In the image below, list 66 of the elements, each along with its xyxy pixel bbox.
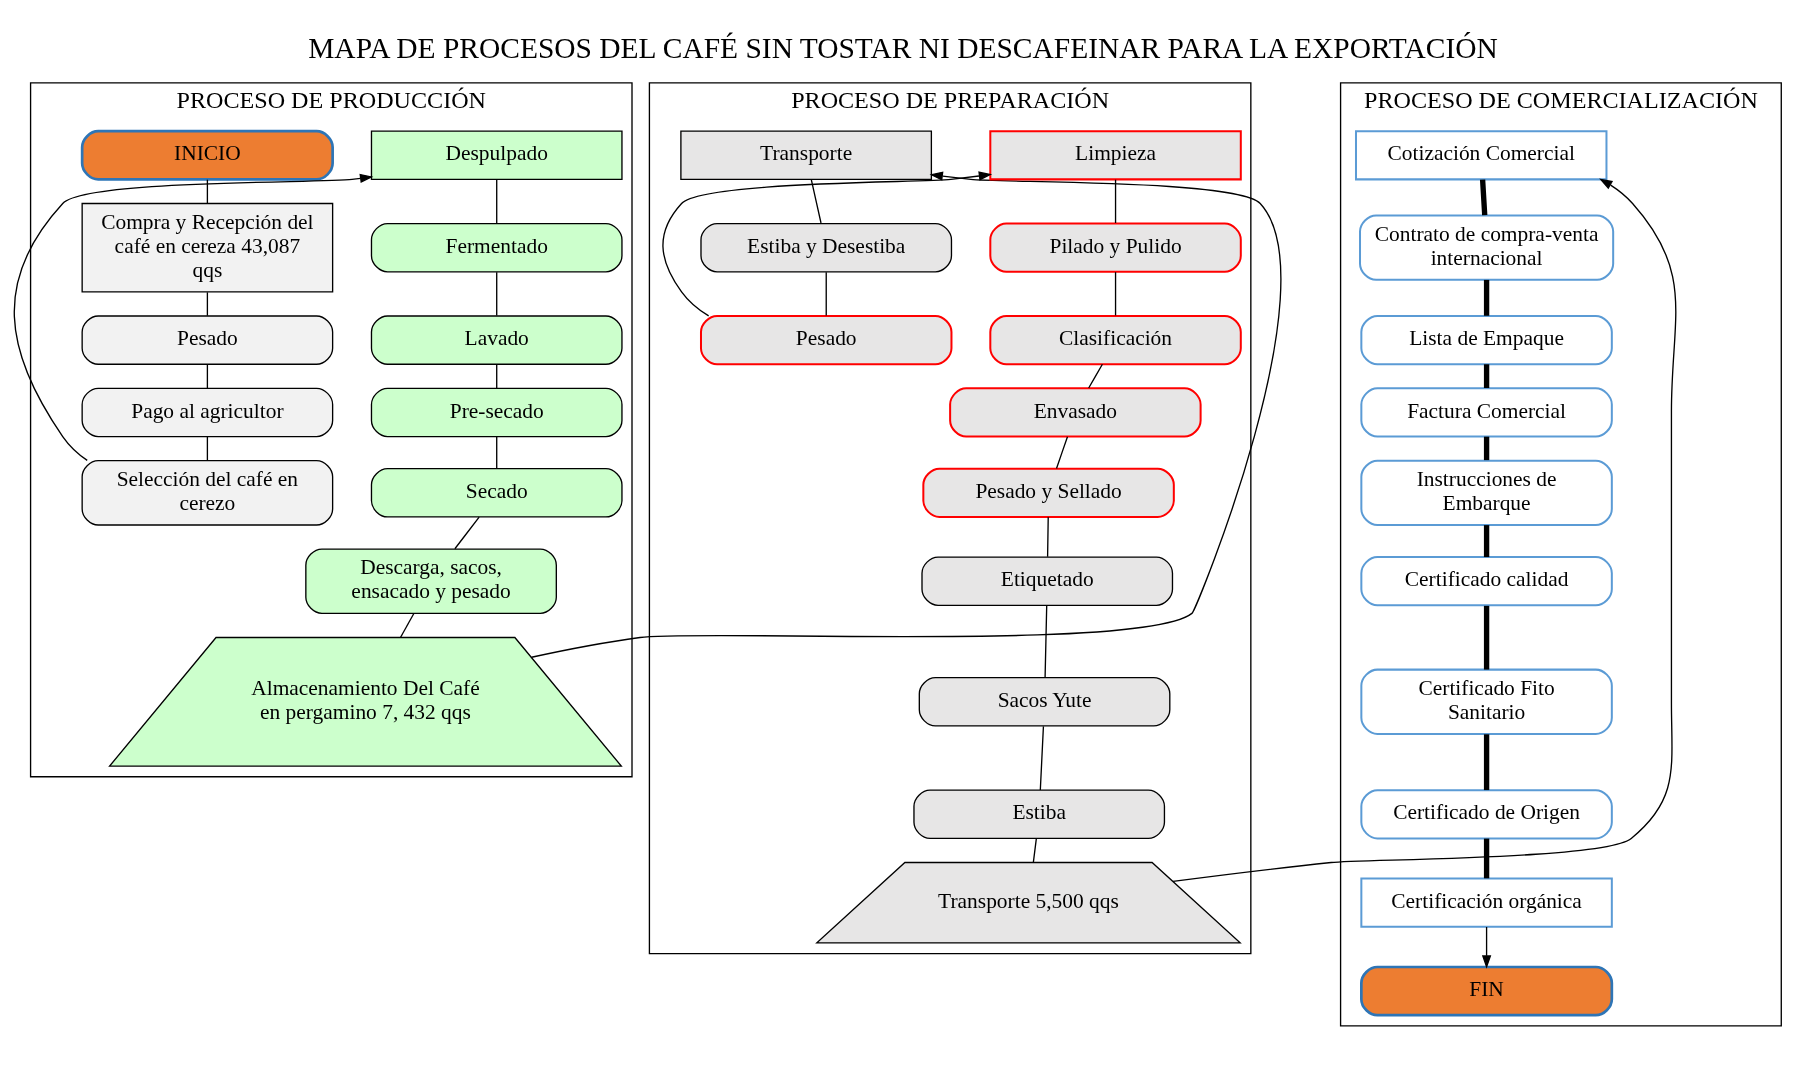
node-box: Certificado Fito Sanitario: [1360, 668, 1613, 735]
connector: [1483, 605, 1490, 670]
connector: [1055, 435, 1069, 469]
connector: [1479, 179, 1488, 215]
node-box: Certificado de Origen: [1360, 788, 1613, 839]
node-box: Pesado: [700, 314, 953, 365]
connector: [1483, 838, 1490, 878]
connector: [206, 178, 209, 204]
node-box: Despulpado: [370, 130, 623, 180]
diagram-title: MAPA DE PROCESOS DEL CAFÉ SIN TOSTAR NI DESCAFEINAR PARA LA EXPORTACIÓN: [308, 31, 1498, 64]
node-box: Certificado calidad: [1360, 555, 1613, 606]
node-box: Selección del café en cerezo: [81, 459, 334, 526]
node-box: Factura Comercial: [1360, 386, 1613, 438]
node-box: Estiba y Desestiba: [700, 222, 953, 272]
arrow: [662, 170, 993, 317]
node-box: FIN: [1360, 965, 1614, 1017]
node-box: Descarga, sacos, ensacado y pesado: [305, 547, 557, 614]
node-box: Sacos Yute: [918, 676, 1171, 727]
connector: [496, 270, 498, 316]
connector: [825, 270, 827, 316]
node-box: Pre-secado: [370, 387, 623, 437]
connector: [1114, 178, 1117, 224]
node-box: Limpieza: [989, 129, 1242, 180]
node-box: Lista de Empaque: [1360, 314, 1613, 365]
node-box: Estiba: [913, 789, 1166, 839]
connector: [1088, 363, 1104, 389]
connector: [1483, 363, 1490, 388]
connector: [810, 178, 822, 224]
connector: [399, 612, 415, 638]
node-box: Envasado: [949, 386, 1202, 438]
connector: [206, 291, 209, 316]
node-box: Pago al agricultor: [81, 387, 334, 437]
connector: [1039, 725, 1045, 791]
node-box: INICIO: [80, 129, 334, 181]
node-box: Secado: [370, 467, 623, 518]
node-box: Clasificación: [989, 314, 1242, 365]
node-box: Certificación orgánica: [1360, 877, 1613, 928]
node-box: Pesado: [81, 314, 334, 365]
connector: [1044, 604, 1048, 678]
connector: [1483, 733, 1490, 790]
connector: [206, 435, 209, 461]
arrow: [1481, 925, 1492, 969]
node-box: Pesado y Sellado: [922, 467, 1175, 518]
connector: [496, 178, 498, 224]
node-box: Cotización Comercial: [1355, 129, 1608, 180]
arrow: [13, 173, 374, 461]
node-box: Etiquetado: [921, 555, 1174, 606]
connector: [1483, 524, 1490, 557]
arrow: [1172, 177, 1677, 882]
node-box: Compra y Recepción del café en cereza 43,087 qqs: [81, 202, 334, 293]
connector: [1114, 270, 1117, 316]
connector: [496, 435, 498, 469]
node-box: Pilado y Pulido: [989, 222, 1242, 273]
connector: [206, 363, 209, 389]
connector: [454, 515, 480, 549]
connector: [1032, 837, 1037, 863]
connector: [1483, 279, 1490, 316]
node-box: Lavado: [370, 314, 623, 365]
node-box: Instrucciones de Embarque: [1360, 459, 1613, 526]
node-box: Transporte: [680, 130, 933, 180]
node-box: Fermentado: [370, 222, 623, 272]
connector: [1483, 436, 1490, 460]
node-box: Contrato de compra-venta internacional: [1359, 214, 1615, 281]
connector: [1046, 515, 1049, 557]
arrow: [530, 170, 1281, 658]
connector: [496, 363, 498, 389]
